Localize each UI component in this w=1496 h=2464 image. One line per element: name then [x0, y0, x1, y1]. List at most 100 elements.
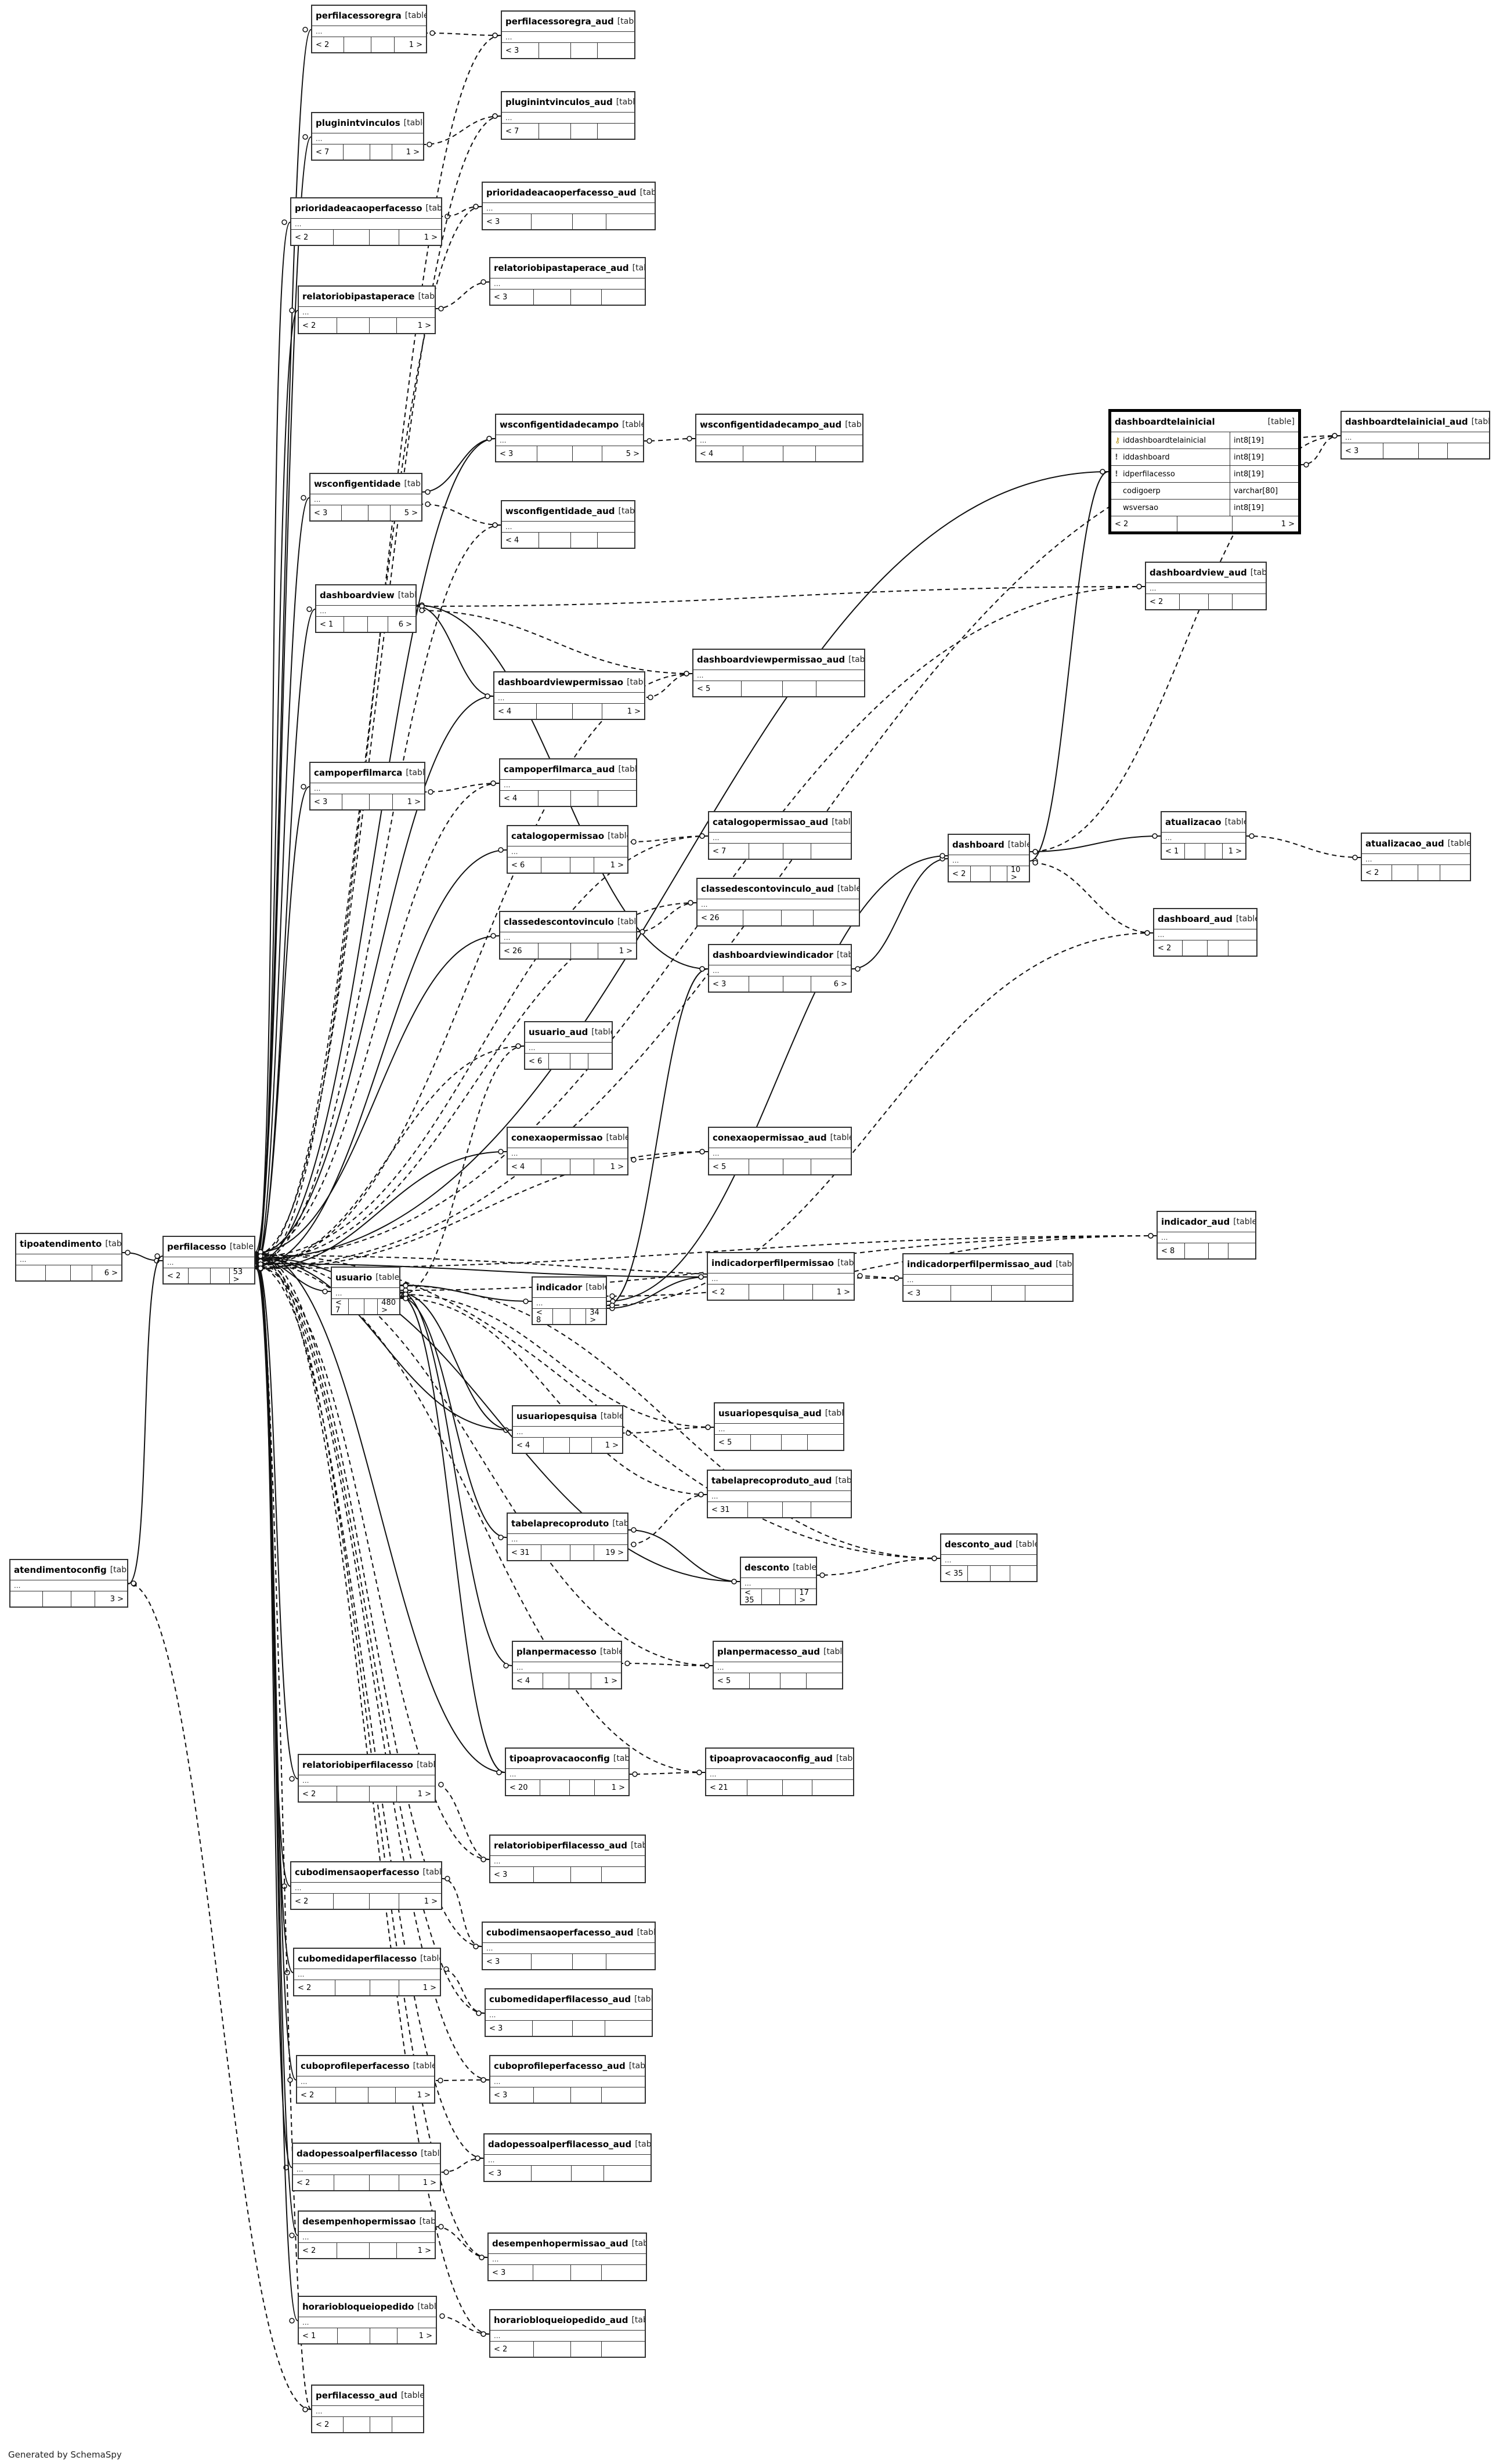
child-count[interactable]: 1 > [424, 233, 438, 242]
table-name[interactable]: desconto [745, 1562, 790, 1573]
parent-count[interactable]: < 35 [941, 1566, 968, 1581]
parent-count[interactable]: < 3 [502, 43, 540, 58]
parent-count[interactable]: < 3 [310, 794, 342, 809]
parent-count[interactable]: < 2 [297, 2087, 336, 2103]
child-count[interactable]: 5 > [404, 508, 418, 518]
table-name[interactable]: tabelaprecoproduto_aud [711, 1475, 832, 1486]
table-atualizacao_aud[interactable]: atualizacao_aud[table]...< 2 [1361, 833, 1471, 881]
child-count[interactable]: 1 > [422, 1983, 436, 1992]
table-name[interactable]: prioridadeacaoperfacesso_aud [486, 187, 637, 198]
child-count[interactable]: 1 > [417, 2090, 431, 2100]
child-count[interactable] [602, 2265, 646, 2280]
child-count[interactable] [808, 1435, 843, 1450]
child-count[interactable]: 17 > [799, 1589, 809, 1605]
table-name[interactable]: usuariopesquisa [516, 1410, 597, 1421]
parent-count[interactable]: < 2 [299, 318, 337, 333]
parent-count[interactable]: < 3 [310, 505, 342, 520]
table-name[interactable]: perfilacessoregra_aud [505, 16, 614, 27]
table-tipoaprovacaoconfig[interactable]: tipoaprovacaoconfig[table]...< 201 > [505, 1747, 630, 1796]
table-cuboprofileperfacesso[interactable]: cuboprofileperfacesso[table]...< 21 > [296, 2055, 435, 2104]
table-relatoriobipastaperace_aud[interactable]: relatoriobipastaperace_aud[table]...< 3 [489, 257, 646, 306]
child-count[interactable]: 1 > [1281, 519, 1295, 529]
parent-count[interactable]: < 4 [494, 704, 537, 719]
parent-count[interactable]: < 2 [490, 2342, 534, 2357]
table-dashboardviewpermissao[interactable]: dashboardviewpermissao[table]...< 41 > [493, 671, 645, 720]
child-count[interactable]: 1 > [417, 321, 431, 330]
child-count[interactable] [602, 2342, 645, 2357]
parent-count[interactable]: < 6 [525, 1054, 550, 1069]
table-wsconfigentidade_aud[interactable]: wsconfigentidade_aud[table]...< 4 [501, 500, 635, 549]
child-count[interactable]: 1 > [619, 946, 633, 956]
table-name[interactable]: cubodimensaoperfacesso [295, 1866, 420, 1877]
table-name[interactable]: indicador [536, 1282, 583, 1293]
child-count[interactable] [812, 1780, 853, 1795]
table-dashboardtelainicial_aud[interactable]: dashboardtelainicial_aud[table]...< 3 [1340, 411, 1490, 459]
child-count[interactable]: 480 > [381, 1298, 396, 1315]
parent-count[interactable]: < 4 [502, 533, 540, 548]
parent-count[interactable]: < 4 [696, 446, 744, 461]
child-count[interactable]: 1 > [407, 797, 421, 806]
parent-count[interactable]: < 3 [483, 1954, 532, 1969]
child-count[interactable]: 1 > [406, 147, 420, 157]
table-cuboprofileperfacesso_aud[interactable]: cuboprofileperfacesso_aud[table]...< 3 [489, 2055, 646, 2104]
table-name[interactable]: perfilacesso_aud [316, 2390, 398, 2401]
table-usuario_aud[interactable]: usuario_aud[table]...< 6 [524, 1021, 613, 1070]
table-name[interactable]: tipoatendimento [20, 1238, 102, 1249]
child-count[interactable] [811, 1502, 851, 1517]
table-name[interactable]: dashboardview_aud [1150, 567, 1247, 578]
child-count[interactable]: 1 > [627, 707, 641, 716]
child-count[interactable] [811, 1159, 851, 1174]
table-name[interactable]: wsconfigentidadecampo_aud [700, 419, 842, 430]
parent-count[interactable]: < 2 [708, 1285, 749, 1300]
child-count[interactable] [814, 910, 859, 925]
child-count[interactable] [598, 124, 634, 139]
table-name[interactable]: usuariopesquisa_aud [718, 1408, 822, 1419]
table-dashboardtelainicial[interactable]: dashboardtelainicial [table] ⚷iddashboar… [1108, 409, 1301, 534]
table-desconto_aud[interactable]: desconto_aud[table]...< 35 [940, 1533, 1038, 1582]
child-count[interactable] [1228, 940, 1256, 956]
table-name[interactable]: cuboprofileperfacesso [301, 2060, 410, 2071]
parent-count[interactable]: < 2 [1146, 594, 1180, 609]
table-name[interactable]: tipoaprovacaoconfig_aud [710, 1753, 833, 1764]
child-count[interactable]: 6 > [833, 979, 847, 989]
table-name[interactable]: perfilacesso [167, 1241, 226, 1252]
child-count[interactable] [816, 681, 864, 696]
table-perfilacessoregra[interactable]: perfilacessoregra[table]...< 21 > [311, 5, 427, 53]
table-name[interactable]: cubodimensaoperfacesso_aud [486, 1927, 634, 1938]
table-name[interactable]: campoperfilmarca_aud [504, 764, 615, 775]
table-name[interactable]: relatoriobipastaperace_aud [494, 262, 629, 273]
parent-count[interactable]: < 6 [508, 857, 541, 873]
table-name[interactable]: planpermacesso_aud [717, 1646, 821, 1657]
table-name[interactable]: dashboard_aud [1158, 913, 1233, 924]
table-wsconfigentidade[interactable]: wsconfigentidade[table]...< 35 > [309, 473, 422, 522]
table-dashboardview_aud[interactable]: dashboardview_aud[table]...< 2 [1145, 562, 1267, 610]
table-name[interactable]: classedescontovinculo [504, 916, 614, 927]
table-conexaopermissao_aud[interactable]: conexaopermissao_aud[table]...< 5 [708, 1127, 852, 1175]
parent-count[interactable]: < 4 [513, 1673, 544, 1688]
parent-count[interactable]: < 2 [949, 866, 971, 881]
child-count[interactable]: 1 > [611, 1783, 625, 1792]
table-usuariopesquisa[interactable]: usuariopesquisa[table]...< 41 > [512, 1405, 623, 1454]
table-name[interactable]: dashboardviewpermissao_aud [697, 654, 845, 665]
parent-count[interactable]: < 5 [709, 1159, 749, 1174]
table-name[interactable]: relatoriobipastaperace [302, 291, 415, 302]
child-count[interactable] [1010, 1566, 1036, 1581]
child-count[interactable]: 6 > [398, 620, 412, 629]
parent-count[interactable]: < 2 [299, 2243, 337, 2258]
parent-count[interactable]: < 4 [513, 1438, 544, 1453]
child-count[interactable] [1233, 594, 1266, 609]
child-count[interactable]: 1 > [409, 40, 422, 49]
child-count[interactable] [602, 290, 645, 305]
table-name[interactable]: indicador_aud [1161, 1216, 1230, 1227]
table-usuariopesquisa_aud[interactable]: usuariopesquisa_aud[table]...< 5 [714, 1402, 844, 1451]
table-name[interactable]: usuario [335, 1272, 373, 1283]
table-prioridadeacaoperfacesso[interactable]: prioridadeacaoperfacesso[table]...< 21 > [290, 197, 442, 246]
table-prioridadeacaoperfacesso_aud[interactable]: prioridadeacaoperfacesso_aud[table]...< … [482, 182, 656, 230]
table-name[interactable]: horariobloqueiopedido_aud [494, 2314, 628, 2325]
table-name[interactable]: indicadorperfilpermissao_aud [907, 1258, 1053, 1269]
table-tabelaprecoproduto_aud[interactable]: tabelaprecoproduto_aud[table]...< 31 [707, 1470, 852, 1518]
table-name[interactable]: campoperfilmarca [314, 767, 403, 778]
child-count[interactable] [598, 533, 634, 548]
parent-count[interactable]: < 4 [508, 1159, 541, 1174]
